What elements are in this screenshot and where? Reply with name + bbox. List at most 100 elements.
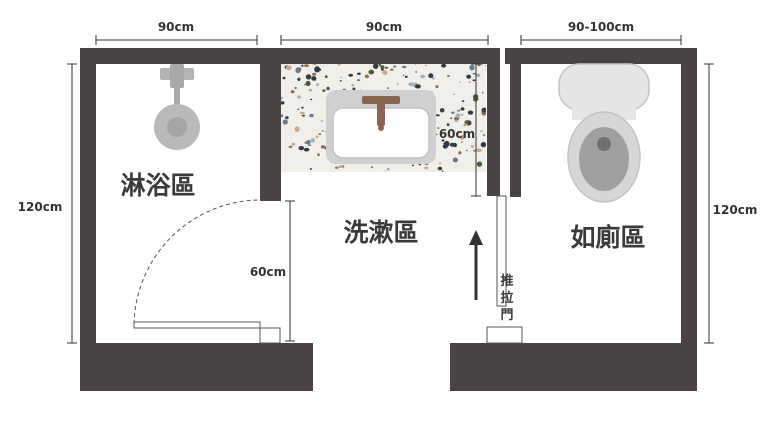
terrazzo-speck [384,66,389,69]
terrazzo-speck [484,65,486,66]
shower-width-label: 90cm [158,20,194,34]
sink-depth-label: 60cm [439,127,475,141]
terrazzo-speck [380,65,385,70]
terrazzo-speck [455,113,461,118]
terrazzo-speck [308,144,312,146]
terrazzo-speck [402,74,405,77]
terrazzo-speck [435,133,438,136]
terrazzo-speck [420,74,425,79]
terrazzo-speck [480,64,483,66]
terrazzo-speck [404,75,408,78]
terrazzo-speck [411,164,414,167]
terrazzo-speck [480,130,483,133]
door-opening-label: 60cm [250,265,286,279]
terrazzo-speck [318,133,322,135]
terrazzo-speck [320,120,324,122]
terrazzo-speck [415,71,417,73]
terrazzo-speck [281,101,285,105]
terrazzo-speck [324,75,328,79]
terrazzo-speck [460,113,464,116]
terrazzo-speck [364,74,369,79]
sliding-door[interactable] [486,195,523,344]
terrazzo-speck [476,161,483,167]
sink-width-label: 90cm [366,20,402,34]
terrazzo-speck [472,72,476,75]
terrazzo-speck [459,134,465,140]
terrazzo-speck [348,73,354,77]
terrazzo-speck [315,68,322,72]
terrazzo-speck [435,114,440,117]
terrazzo-speck [290,90,295,94]
terrazzo-speck [321,130,324,132]
terrazzo-speck [446,75,450,77]
terrazzo-speck [310,98,313,101]
terrazzo-speck [301,106,304,109]
terrazzo-speck [451,111,455,114]
terrazzo-speck [301,114,306,117]
terrazzo-speck [382,70,388,75]
terrazzo-speck [450,117,453,120]
terrazzo-speck [414,84,421,89]
terrazzo-speck [476,73,481,78]
terrazzo-speck [310,138,316,143]
terrazzo-speck [443,142,446,145]
shower-head-icon [154,64,200,150]
terrazzo-speck [306,139,311,145]
bottom-wall-left [80,343,313,391]
terrazzo-speck [386,87,389,90]
terrazzo-speck [481,91,484,94]
terrazzo-speck [294,126,300,132]
terrazzo-speck [431,76,435,80]
terrazzo-speck [424,166,429,170]
terrazzo-speck [298,146,305,151]
terrazzo-speck [339,80,342,82]
terrazzo-speck [454,119,459,123]
terrazzo-speck [428,73,434,79]
terrazzo-speck [414,64,417,66]
terrazzo-speck [380,68,384,71]
terrazzo-speck [437,127,440,129]
terrazzo-speck [356,79,361,82]
left-height-label: 120cm [18,200,63,214]
terrazzo-speck [297,108,300,110]
sliding-door-label-2: 拉 [500,290,513,306]
terrazzo-speck [477,64,481,67]
terrazzo-speck [305,74,312,80]
terrazzo-speck [291,142,296,146]
terrazzo-speck [439,162,442,165]
terrazzo-speck [476,148,482,153]
terrazzo-speck [452,157,458,163]
top-wall-right [505,48,697,64]
terrazzo-speck [320,145,326,149]
terrazzo-speck [338,165,344,169]
terrazzo-speck [482,134,486,137]
shower-door[interactable] [133,199,281,344]
terrazzo-speck [435,85,439,88]
terrazzo-speck [378,64,381,67]
terrazzo-speck [456,109,461,112]
terrazzo-speck [460,109,463,111]
terrazzo-speck [357,72,361,76]
terrazzo-speck [304,64,309,67]
terrazzo-speck [437,166,443,171]
toilet-icon [558,63,650,203]
terrazzo-speck [309,168,312,170]
shower-partition [260,48,281,201]
terrazzo-speck [460,107,465,111]
terrazzo-speck [370,166,374,169]
terrazzo-speck [316,83,319,87]
terrazzo-speck [466,74,472,79]
right-wall [681,48,697,391]
terrazzo-speck [305,80,311,87]
toilet-partition-top [487,48,500,196]
terrazzo-speck [299,77,302,80]
terrazzo-speck [465,149,468,152]
terrazzo-speck [446,123,450,126]
terrazzo-speck [481,107,486,113]
terrazzo-speck [461,141,463,143]
terrazzo-speck [285,65,292,71]
sliding-door-label-3: 門 [500,308,513,323]
terrazzo-speck [281,96,283,100]
left-wall [80,48,96,391]
